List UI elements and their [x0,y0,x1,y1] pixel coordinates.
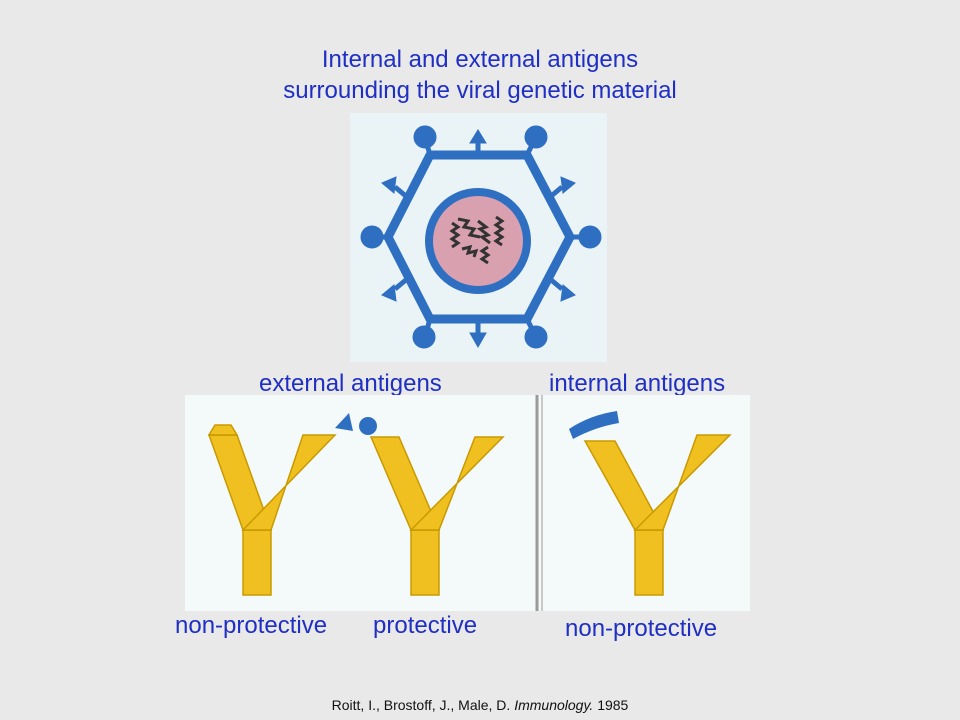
citation: Roitt, I., Brostoff, J., Male, D. Immuno… [0,697,960,713]
antibody-1-label: non-protective [175,612,328,639]
external-antigen-triangle [335,413,353,431]
title-line-1: Internal and external antigens [321,46,639,73]
antibody-2-label: protective [373,612,478,639]
external-antigens-circles [360,125,602,349]
external-antigens-triangles [381,129,576,349]
antibody-protective [369,436,505,596]
virus-diagram [350,113,607,362]
antibody-diagram [185,395,750,611]
internal-antigens-label: internal antigens [549,370,726,397]
internal-core [433,196,523,286]
antibody-3-label: non-protective [565,615,718,642]
citation-journal: Immunology. [514,697,594,713]
antibody-non-protective-2 [583,434,732,596]
diagram-title: Internal and external antigens surroundi… [0,44,960,106]
genetic-material [449,215,505,265]
internal-antigen-arc [569,411,619,439]
citation-authors: Roitt, I., Brostoff, J., Male, D. [331,697,511,713]
external-antigens-label: external antigens [259,370,442,397]
title-line-2: surrounding the viral genetic material [283,77,677,104]
citation-year: 1985 [597,697,629,713]
antibody-non-protective-1 [207,424,337,596]
external-antigen-circle [359,417,377,435]
